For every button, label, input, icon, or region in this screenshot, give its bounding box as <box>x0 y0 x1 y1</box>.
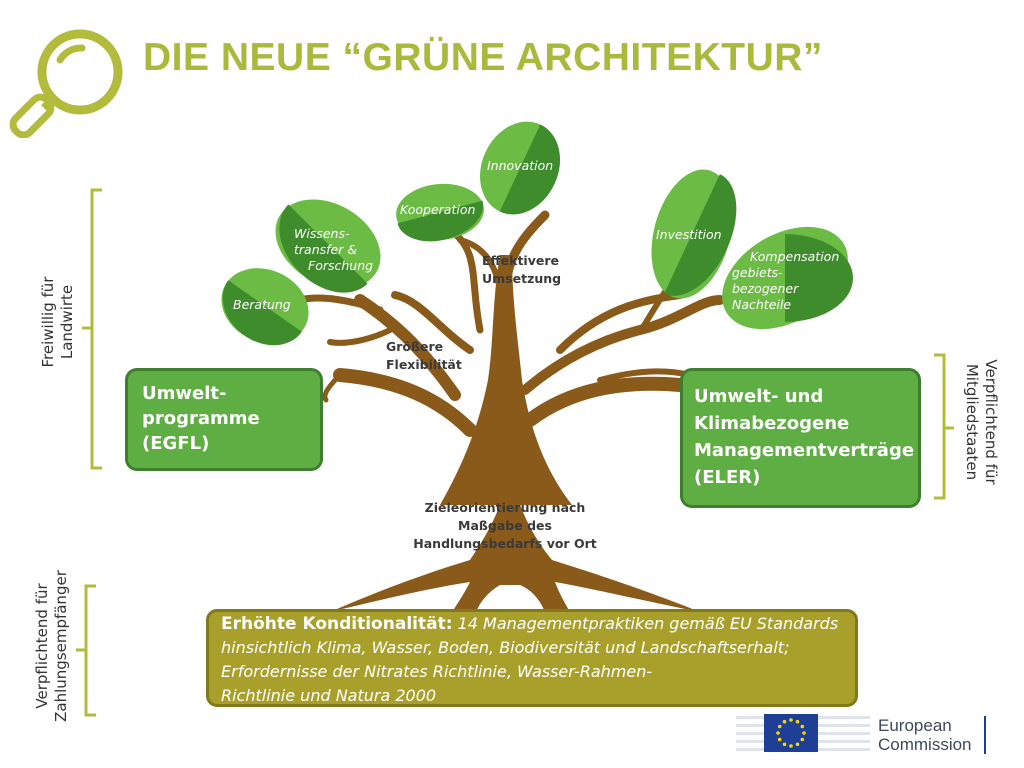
leaf-label-beratung: Beratung <box>233 297 291 312</box>
label-groessere-flexibilitaet: Größere Flexibilität <box>386 339 462 372</box>
side-label-freiwillig: Freiwillig für Landwirte <box>39 276 76 368</box>
logo-divider <box>984 716 986 754</box>
leaf-label-kooperation: Kooperation <box>400 202 476 217</box>
leaf-innovation <box>480 121 560 215</box>
leaf-label-innovation: Innovation <box>487 158 554 173</box>
leaf-label-investition: Investition <box>656 227 722 242</box>
leaf-beratung <box>221 268 309 346</box>
leaf-kompensation <box>722 226 853 330</box>
bracket-freiwillig <box>82 188 102 470</box>
page-title: DIE NEUE “GRÜNE ARCHITEKTUR” <box>143 36 823 79</box>
side-label-mitgliedstaaten: Verpflichtend für Mitgliedstaaten <box>963 359 1000 485</box>
leaf-kooperation <box>396 183 484 242</box>
eu-logo-text: European Commission <box>878 716 972 754</box>
magnifier-icon <box>9 29 123 138</box>
box-managementvertraege: Umwelt- und Klimabezogene Managementvert… <box>680 368 921 508</box>
leaf-investition <box>651 169 737 299</box>
cond-heading: Erhöhte Konditionalität: <box>221 614 453 634</box>
bracket-zahlungsempfaenger <box>76 584 96 717</box>
eu-flag-icon <box>736 714 870 752</box>
box-umweltprogramme: Umwelt- programme (EGFL) <box>125 368 323 471</box>
leaf-wissenstransfer <box>275 199 381 293</box>
side-label-zahlungsempfaenger: Verpflichtend für Zahlungsempfänger <box>33 570 70 722</box>
bracket-mitgliedstaaten <box>934 353 954 500</box>
leaf-label-wissenstransfer: Wissens- transfer & Forschung <box>294 226 374 273</box>
label-zieleorientierung: Zieleorientierung nach Maßgabe des Handl… <box>413 500 597 551</box>
label-effektivere-umsetzung: Effektivere Umsetzung <box>482 253 562 286</box>
leaf-label-kompensation: Kompensation gebiets- bezogener Nachteil… <box>732 249 840 312</box>
box-konditionalitaet: Erhöhte Konditionalität: 14 Managementpr… <box>206 609 858 707</box>
